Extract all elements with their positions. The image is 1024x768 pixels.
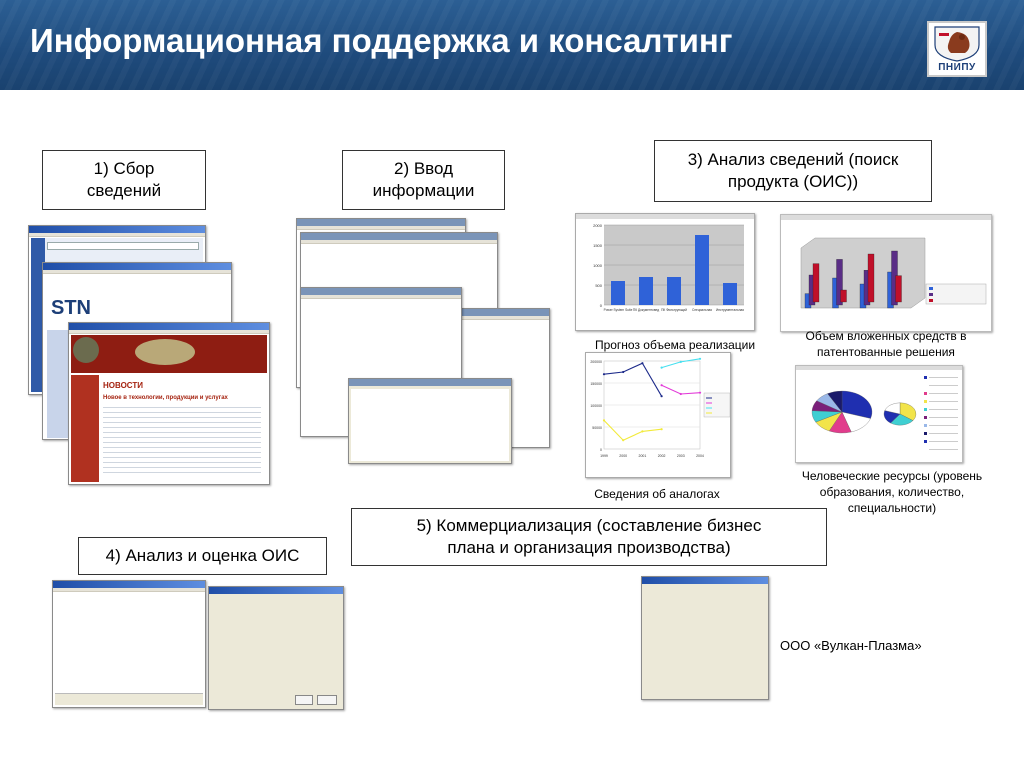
bar bbox=[667, 277, 681, 305]
step3-label: 3) Анализ сведений (поиск продукта (ОИС)… bbox=[687, 149, 899, 191]
x-tick-label: Инструментальная bbox=[716, 308, 744, 312]
y-tick-label: 150000 bbox=[590, 382, 602, 386]
y-tick-label: 2000 bbox=[593, 223, 603, 228]
legend-swatch bbox=[929, 293, 933, 296]
analogs-caption: Сведения об аналогах bbox=[594, 487, 720, 501]
news-subheading: Новое в технологии, продукции и услугах bbox=[103, 395, 228, 401]
human-resources-caption: Человеческие ресурсы (уровень образовани… bbox=[801, 469, 983, 516]
pie-slice bbox=[827, 390, 843, 413]
legend-swatch bbox=[924, 424, 927, 427]
stn-logo: STN bbox=[51, 297, 91, 320]
bar bbox=[895, 275, 902, 303]
y-tick-label: 50000 bbox=[592, 426, 602, 430]
y-tick-label: 1000 bbox=[593, 263, 603, 268]
legend-swatch bbox=[924, 448, 927, 451]
x-tick-label: 2004 bbox=[696, 454, 704, 458]
legend-swatch bbox=[929, 287, 933, 290]
series-line bbox=[661, 384, 701, 395]
cancel-button[interactable] bbox=[317, 695, 337, 705]
step2-label: 2) Ввод информации bbox=[372, 158, 475, 200]
pie-slice bbox=[884, 402, 901, 415]
legend-swatch bbox=[924, 440, 927, 443]
step1-label: 1) Сбор сведений bbox=[86, 158, 162, 200]
y-tick-label: 0 bbox=[600, 303, 603, 308]
investment-caption: Объем вложенных средств в патентованные … bbox=[805, 329, 967, 360]
pie-slice bbox=[899, 402, 917, 421]
bar bbox=[867, 253, 875, 303]
news-heading: НОВОСТИ bbox=[103, 381, 144, 390]
step5-box: 5) Коммерциализация (составление бизнес … bbox=[351, 508, 827, 566]
y-tick-label: 500 bbox=[595, 283, 602, 288]
bar bbox=[836, 259, 843, 306]
step5-label: 5) Коммерциализация (составление бизнес … bbox=[416, 515, 762, 557]
x-tick-label: ПК Документовед bbox=[633, 308, 659, 312]
legend-swatch bbox=[924, 392, 927, 395]
y-tick-label: 0 bbox=[600, 448, 602, 452]
legend bbox=[924, 376, 958, 451]
series-line bbox=[603, 420, 662, 441]
step3-box: 3) Анализ сведений (поиск продукта (ОИС)… bbox=[654, 140, 932, 202]
analogs-line-chart-window: 0 50000 100000 150000 200000 1999 2000 2001 2002… bbox=[585, 352, 731, 478]
evaluation-dialog bbox=[208, 586, 344, 710]
legend-swatch bbox=[924, 408, 927, 411]
bar bbox=[723, 283, 737, 305]
page-title: Информационная поддержка и консалтинг bbox=[30, 22, 733, 59]
step4-label: 4) Анализ и оценка ОИС bbox=[105, 545, 300, 565]
y-tick-label: 100000 bbox=[590, 404, 602, 408]
legend-swatch bbox=[924, 376, 927, 379]
legend-swatch bbox=[924, 400, 927, 403]
logo-text: ПНИПУ bbox=[938, 62, 976, 73]
x-tick-label: Power System Suite bbox=[604, 308, 633, 312]
legend-swatch bbox=[929, 299, 933, 302]
x-tick-label: Специальная bbox=[692, 308, 712, 312]
bar bbox=[611, 281, 625, 305]
evaluation-window-main bbox=[52, 580, 206, 708]
step4-box: 4) Анализ и оценка ОИС bbox=[78, 537, 327, 575]
browser-window-news: НОВОСТИ Новое в технологии, продукции и … bbox=[68, 322, 270, 485]
y-tick-label: 1500 bbox=[593, 243, 603, 248]
x-tick-label: ПК Фильтрующий bbox=[661, 308, 687, 312]
bar bbox=[695, 235, 709, 305]
x-tick-label: 2001 bbox=[639, 454, 647, 458]
investment-3d-bar-chart-window bbox=[780, 214, 992, 332]
x-tick-label: 2003 bbox=[677, 454, 685, 458]
x-tick-label: 1999 bbox=[600, 454, 608, 458]
step2-box: 2) Ввод информации bbox=[342, 150, 505, 210]
pie-slice bbox=[841, 390, 873, 419]
university-logo: ПНИПУ bbox=[927, 21, 987, 77]
company-caption: ООО «Вулкан-Плазма» bbox=[780, 638, 922, 653]
header-banner: Информационная поддержка и консалтинг ПН… bbox=[0, 0, 1024, 90]
bar bbox=[812, 263, 820, 303]
y-tick-label: 200000 bbox=[590, 360, 602, 364]
analogs-line-chart: 0 50000 100000 150000 200000 1999 2000 2001 2002… bbox=[590, 357, 730, 458]
data-entry-window-bottom bbox=[348, 378, 512, 464]
human-resources-pie-chart bbox=[811, 376, 958, 451]
legend-swatch bbox=[924, 416, 927, 419]
ok-button[interactable] bbox=[295, 695, 313, 705]
series-line bbox=[661, 358, 701, 369]
bar bbox=[639, 277, 653, 305]
bar bbox=[840, 289, 847, 303]
human-resources-pie-window bbox=[795, 365, 963, 463]
legend-swatch bbox=[924, 384, 927, 387]
efficiency-calculation-window bbox=[641, 576, 769, 700]
series-line bbox=[603, 362, 663, 397]
forecast-caption: Прогноз объема реализации bbox=[594, 338, 756, 352]
x-tick-label: 2000 bbox=[619, 454, 627, 458]
step1-box: 1) Сбор сведений bbox=[42, 150, 206, 210]
legend-box bbox=[925, 283, 987, 305]
investment-3d-bar-chart bbox=[800, 237, 987, 309]
x-tick-label: 2002 bbox=[658, 454, 666, 458]
legend-swatch bbox=[924, 432, 927, 435]
